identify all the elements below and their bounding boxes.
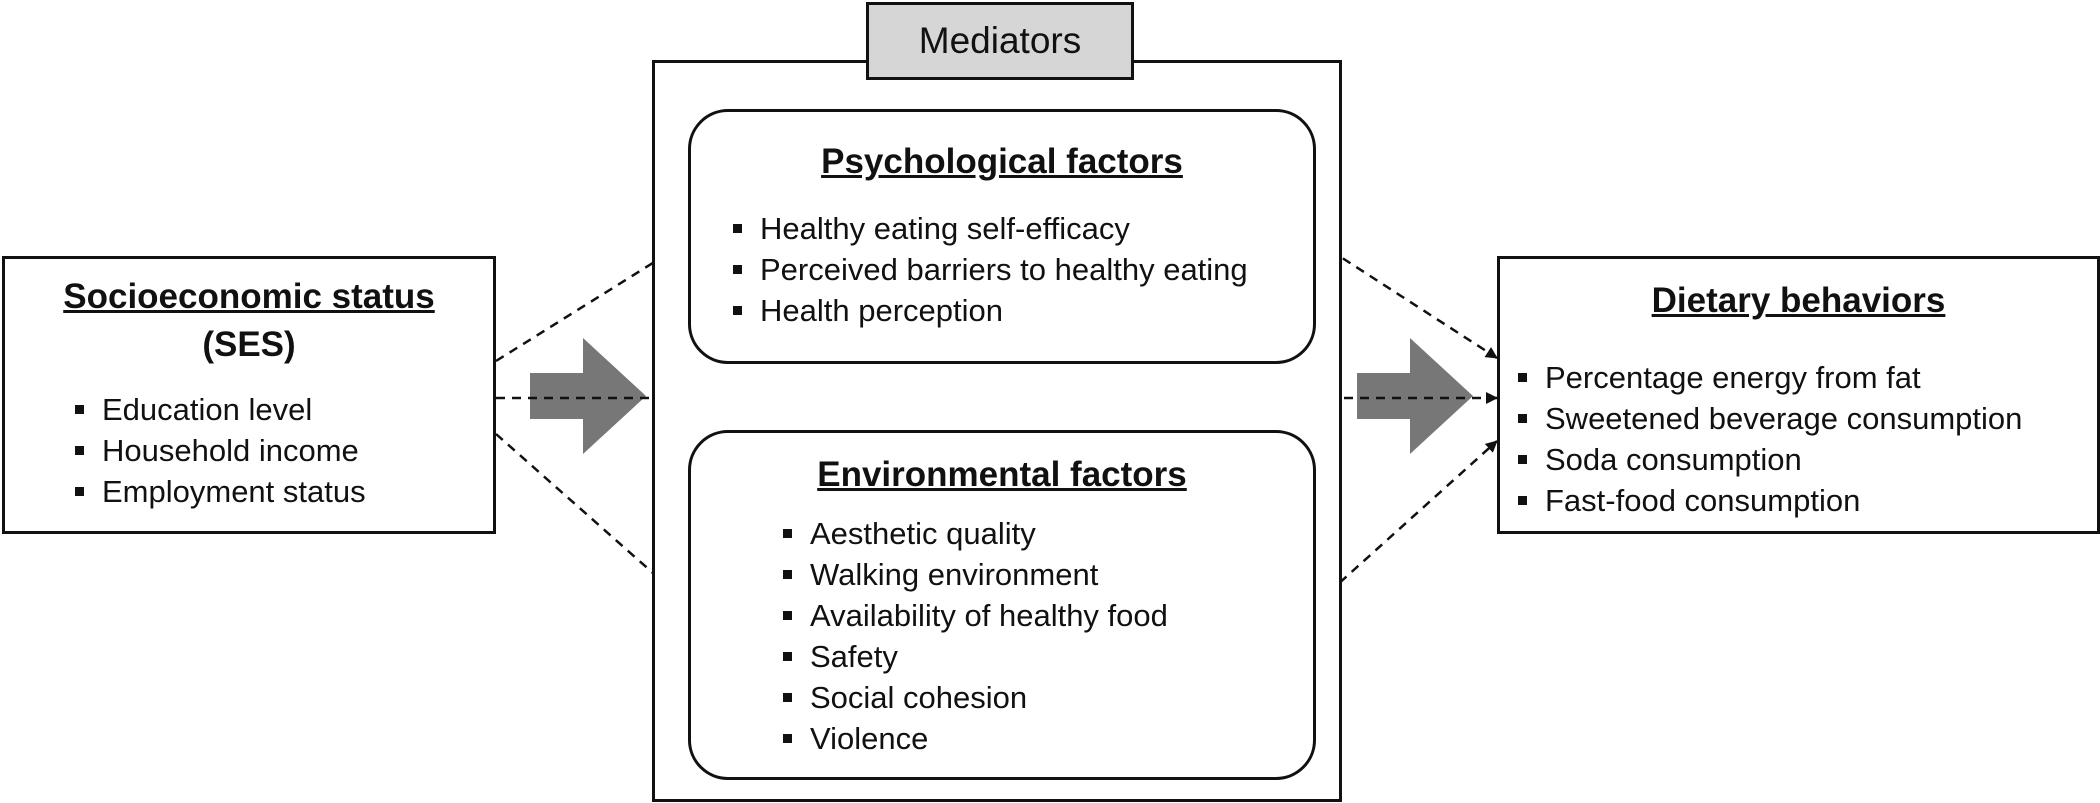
psychological-list: Healthy eating self-efficacy Perceived b… xyxy=(733,208,1313,331)
dietary-behaviors-box: Dietary behaviors Percentage energy from… xyxy=(1497,256,2100,534)
dietary-item: Sweetened beverage consumption xyxy=(1518,398,2097,439)
ses-subtitle: (SES) xyxy=(202,324,296,364)
environmental-item: Availability of healthy food xyxy=(783,595,1313,636)
ses-item: Employment status xyxy=(75,471,493,512)
dietary-item: Fast-food consumption xyxy=(1518,480,2097,521)
ses-title: Socioeconomic status xyxy=(63,277,435,316)
block-arrow-mediators-to-dietary xyxy=(1357,338,1473,454)
environmental-item: Safety xyxy=(783,636,1313,677)
environmental-item: Walking environment xyxy=(783,554,1313,595)
block-arrow-ses-to-mediators xyxy=(530,338,646,454)
dietary-item: Soda consumption xyxy=(1518,439,2097,480)
dietary-list: Percentage energy from fat Sweetened bev… xyxy=(1518,357,2097,521)
environmental-item: Social cohesion xyxy=(783,677,1313,718)
arrow-environmental-to-dietary xyxy=(1315,440,1498,605)
mediators-label: Mediators xyxy=(866,2,1134,80)
mediators-label-text: Mediators xyxy=(918,20,1082,61)
ses-item: Education level xyxy=(75,389,493,430)
dietary-item: Percentage energy from fat xyxy=(1518,357,2097,398)
environmental-factors-box: Environmental factors Aesthetic quality … xyxy=(688,430,1316,780)
ses-box: Socioeconomic status (SES) Education lev… xyxy=(2,256,496,534)
ses-item: Household income xyxy=(75,430,493,471)
psychological-factors-box: Psychological factors Healthy eating sel… xyxy=(688,109,1316,364)
psychological-item: Perceived barriers to healthy eating xyxy=(733,249,1313,290)
environmental-item: Aesthetic quality xyxy=(783,513,1313,554)
arrow-psychological-to-dietary xyxy=(1315,239,1498,360)
arrow-ses-to-psychological xyxy=(495,239,689,363)
environmental-list: Aesthetic quality Walking environment Av… xyxy=(783,513,1313,759)
ses-list: Education level Household income Employm… xyxy=(75,389,493,512)
psychological-item: Healthy eating self-efficacy xyxy=(733,208,1313,249)
environmental-title: Environmental factors xyxy=(817,455,1187,494)
dietary-title: Dietary behaviors xyxy=(1651,281,1946,320)
psychological-item: Health perception xyxy=(733,290,1313,331)
psychological-title: Psychological factors xyxy=(821,142,1183,181)
environmental-item: Violence xyxy=(783,718,1313,759)
